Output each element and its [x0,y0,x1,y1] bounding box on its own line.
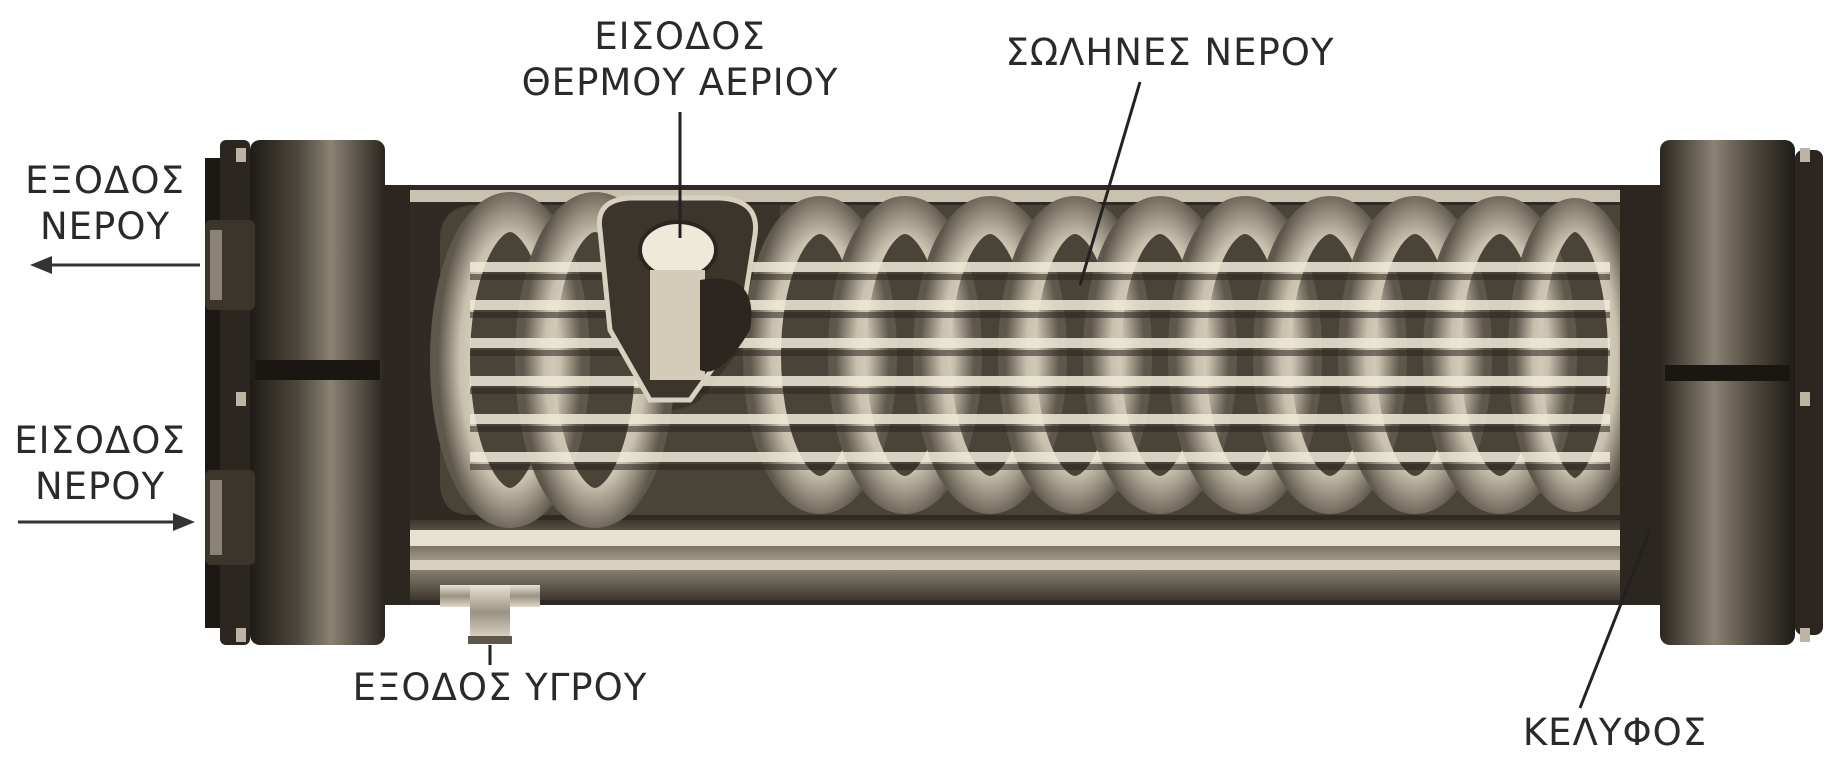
water-inlet-label-line1: ΕΙΣΟΔΟΣ [0,418,200,464]
water-inlet-arrow [18,513,195,531]
shell-label-text: ΚΕΛΥΦΟΣ [1490,710,1740,756]
liquid-outlet-pipe [440,585,540,644]
left-flange [205,140,410,645]
water-tubes-label: ΣΩΛΗΝΕΣ ΝΕΡΟΥ [980,30,1360,76]
hot-gas-inlet-label: ΕΙΣΟΔΟΣ ΘΕΡΜΟΥ ΑΕΡΙΟΥ [500,14,860,106]
hot-gas-inlet-label-line2: ΘΕΡΜΟΥ ΑΕΡΙΟΥ [500,60,860,106]
shell-label: ΚΕΛΥΦΟΣ [1490,710,1740,756]
right-flange [1620,140,1823,645]
water-outlet-label-line1: ΕΞΟΔΟΣ [10,158,200,204]
water-inlet-nozzle [205,470,255,565]
water-outlet-nozzle [205,220,255,310]
water-inlet-label: ΕΙΣΟΔΟΣ ΝΕΡΟΥ [0,418,200,510]
water-outlet-label: ΕΞΟΔΟΣ ΝΕΡΟΥ [10,158,200,250]
liquid-outlet-label: ΕΞΟΔΟΣ ΥΓΡΟΥ [320,665,680,711]
water-outlet-label-line2: ΝΕΡΟΥ [10,204,200,250]
water-outlet-arrow [30,256,200,274]
water-inlet-label-line2: ΝΕΡΟΥ [0,464,200,510]
hot-gas-inlet-label-line1: ΕΙΣΟΔΟΣ [500,14,860,60]
liquid-outlet-label-text: ΕΞΟΔΟΣ ΥΓΡΟΥ [320,665,680,711]
water-tubes-label-text: ΣΩΛΗΝΕΣ ΝΕΡΟΥ [980,30,1360,76]
